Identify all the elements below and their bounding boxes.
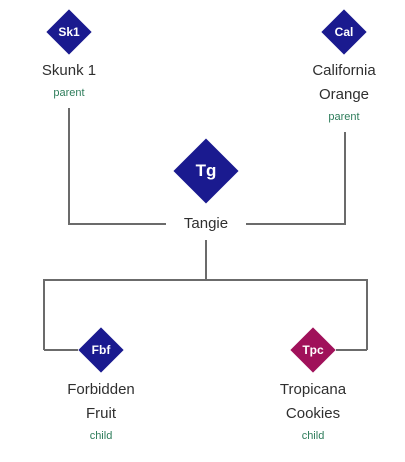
strain-name-forbidden-line1[interactable]: Forbidden — [67, 381, 135, 398]
role-label-child: child — [301, 430, 325, 442]
strain-name-california-line1[interactable]: California — [312, 62, 376, 79]
role-label-parent: parent — [328, 111, 360, 123]
strain-name-tropicana-line1[interactable]: Tropicana — [279, 381, 347, 398]
strain-name-california-line2[interactable]: Orange — [318, 86, 370, 103]
connector-children-bar — [43, 279, 368, 350]
connector-skunk1 — [68, 108, 168, 225]
connector-california-orange — [242, 132, 346, 225]
strain-name-tropicana-line2[interactable]: Cookies — [285, 405, 341, 422]
role-label-parent: parent — [53, 87, 85, 99]
strain-name-skunk1[interactable]: Skunk 1 — [41, 62, 97, 79]
strain-abbr-tg: Tg — [195, 161, 217, 180]
strain-name-forbidden-line2[interactable]: Fruit — [86, 405, 116, 422]
role-label-child: child — [89, 430, 113, 442]
strain-abbr-fbf: Fbf — [91, 343, 111, 357]
strain-name-tangie[interactable]: Tangie — [166, 214, 246, 234]
strain-abbr-sk1: Sk1 — [58, 25, 80, 39]
strain-abbr-cal: Cal — [334, 25, 354, 39]
strain-abbr-tpc: Tpc — [302, 343, 324, 357]
